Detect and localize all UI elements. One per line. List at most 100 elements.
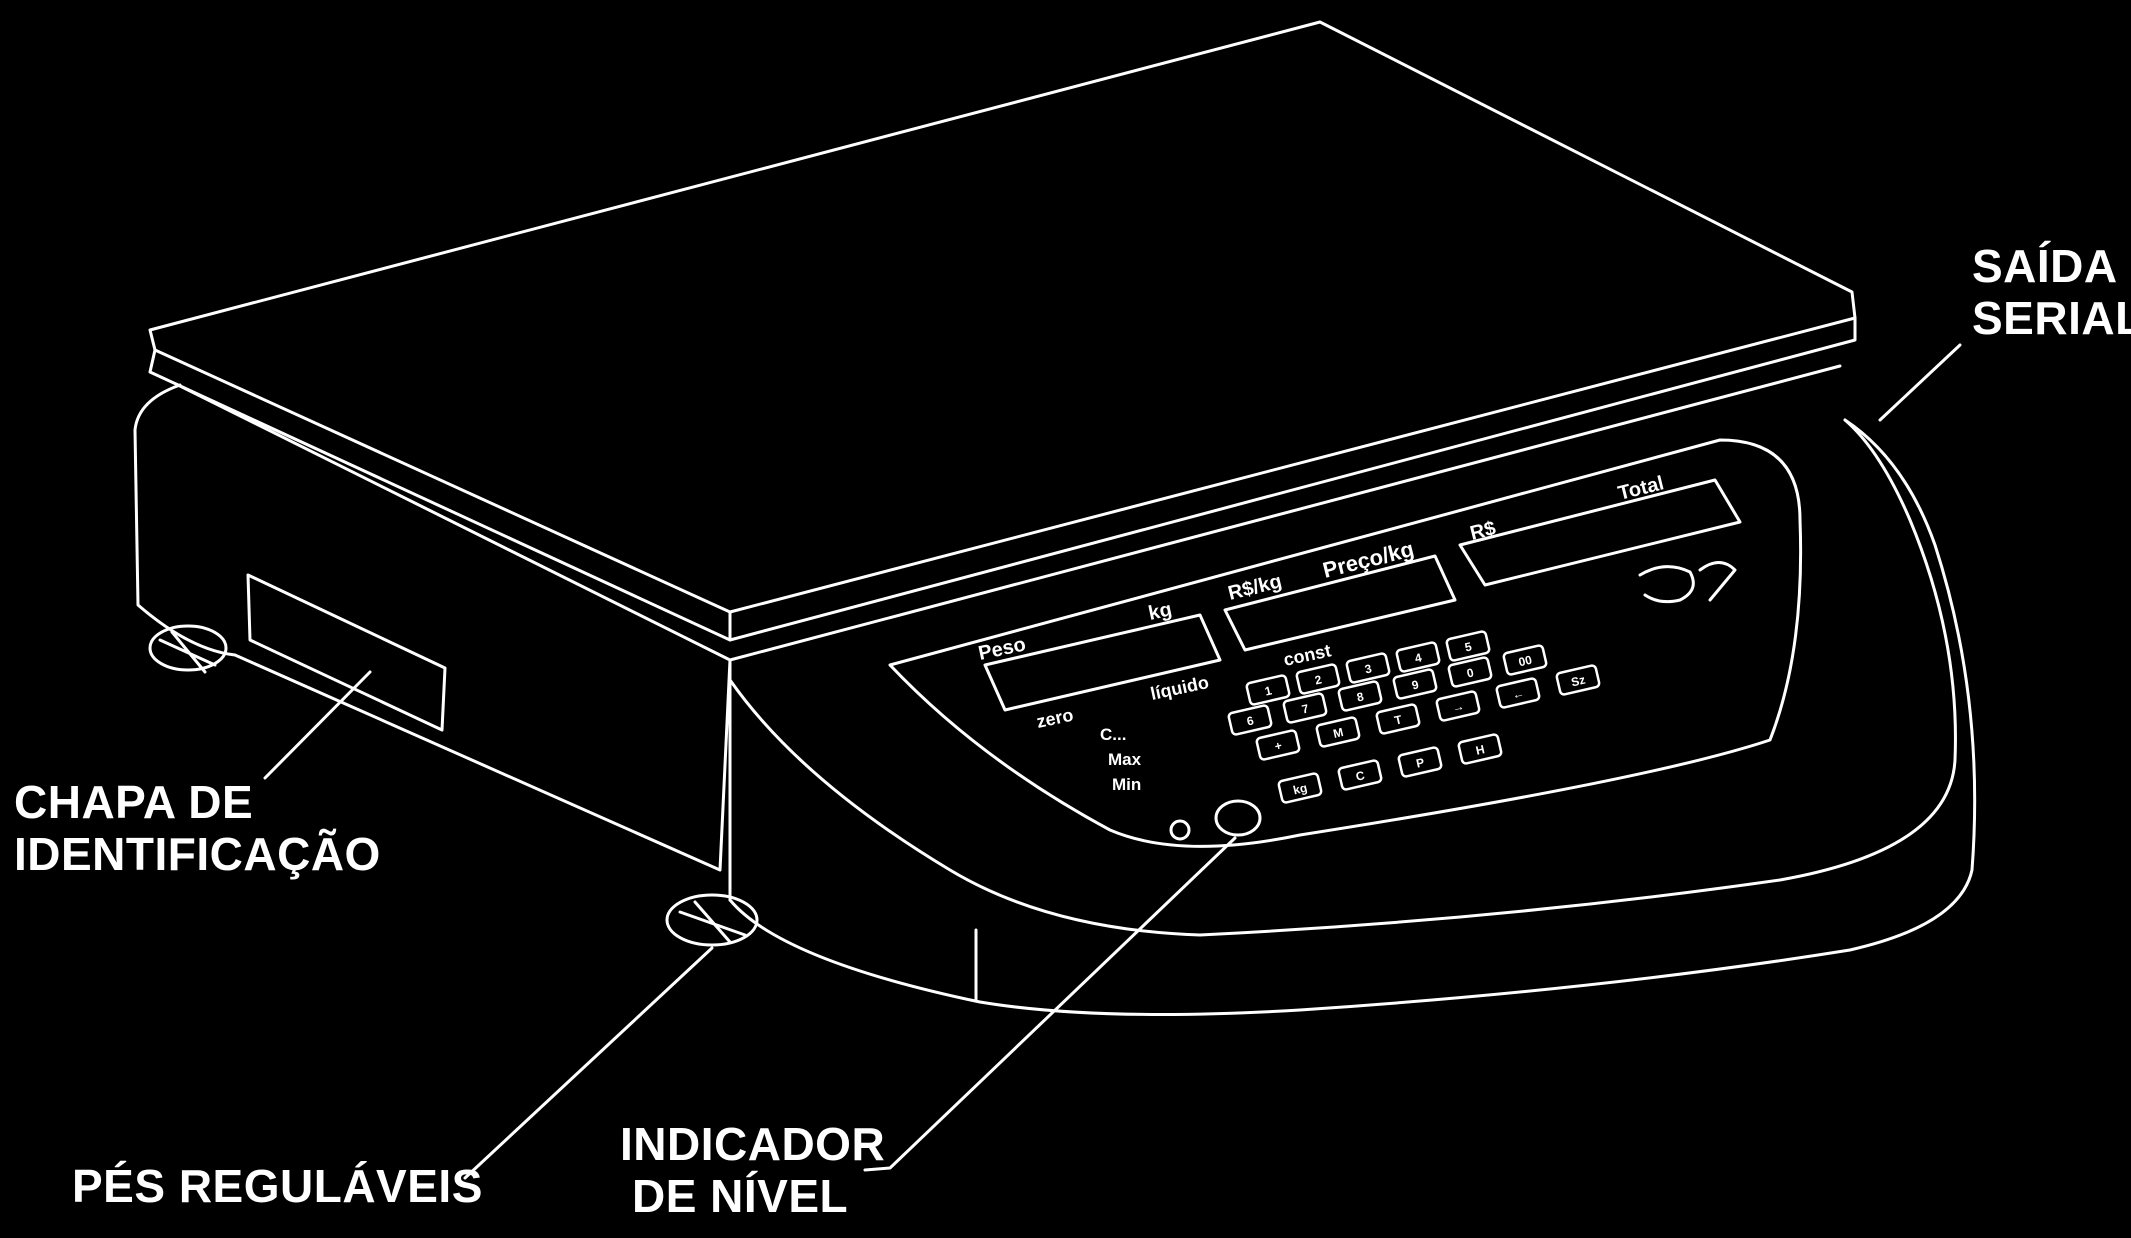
brand-logo	[1638, 561, 1737, 604]
callout-id-plate-line2: IDENTIFICAÇÃO	[14, 828, 381, 880]
keypad-key-frame	[1315, 716, 1361, 748]
label-weight-unit: kg	[1146, 599, 1173, 625]
callout-serial-output-line2: SERIAL	[1972, 292, 2131, 344]
keypad-key-label: 4	[1413, 650, 1423, 665]
label-spec-c: C...	[1100, 725, 1126, 744]
keypad-key-label: T	[1393, 712, 1404, 727]
callout-serial-output-line1: SAÍDA	[1972, 240, 2118, 292]
keypad-key-frame	[1345, 652, 1391, 684]
label-zero: zero	[1035, 705, 1075, 732]
keypad-key: →	[1435, 690, 1481, 722]
keypad-key: 7	[1282, 692, 1328, 724]
label-price-unit: R$/kg	[1226, 570, 1284, 605]
platter-edge	[148, 316, 1857, 642]
keypad-key: 4	[1395, 641, 1441, 673]
keypad-key-frame	[1337, 680, 1383, 712]
leader-adjustable-feet	[463, 946, 714, 1180]
keypad-key: P	[1397, 746, 1443, 778]
keypad-key-label: C	[1354, 768, 1366, 784]
keypad-key: kg	[1277, 772, 1323, 804]
keypad-key-label: P	[1415, 755, 1426, 770]
id-plate	[246, 573, 447, 732]
keypad-key-frame	[1277, 772, 1323, 804]
label-net: líquido	[1149, 672, 1211, 704]
leader-serial-output	[1878, 343, 1962, 422]
keypad-key-label: H	[1474, 742, 1486, 758]
keypad-key: ←	[1495, 677, 1541, 709]
callout-level-indicator-line1: INDICADOR	[620, 1118, 886, 1170]
total-display	[1458, 478, 1742, 587]
keypad-key: C	[1337, 759, 1383, 791]
keypad-key: Sz	[1555, 664, 1601, 696]
keypad-key-label: 9	[1410, 677, 1420, 692]
callout-level-indicator-line2: DE NÍVEL	[632, 1170, 849, 1222]
keypad-key-frame	[1397, 746, 1443, 778]
keypad-key-frame	[1445, 630, 1491, 662]
keypad-key-frame	[1245, 674, 1291, 706]
label-spec-min: Min	[1112, 775, 1141, 794]
keypad-key-frame	[1457, 733, 1503, 765]
keypad-key-frame	[1375, 703, 1421, 735]
keypad-key: 1	[1245, 674, 1291, 706]
keypad-key-frame	[1502, 644, 1548, 676]
keypad-key-frame	[1337, 759, 1383, 791]
callout-level-indicator: INDICADOR DE NÍVEL	[620, 1118, 885, 1222]
body-panel-bevel	[728, 418, 1957, 937]
keypad-key-label: 1	[1263, 683, 1273, 698]
keypad-key: M	[1315, 716, 1361, 748]
foot-front	[665, 893, 759, 947]
keypad-key: 3	[1345, 652, 1391, 684]
foot-left	[148, 624, 228, 674]
keypad-key-frame	[1227, 704, 1273, 736]
keypad-key-frame	[1395, 641, 1441, 673]
keypad-key-frame	[1295, 663, 1341, 695]
keypad-key: T	[1375, 703, 1421, 735]
keypad-key-frame	[1555, 664, 1601, 696]
keypad-key: H	[1457, 733, 1503, 765]
keypad-key-label: 7	[1300, 701, 1310, 716]
panel-small-indicator	[1169, 819, 1191, 841]
keypad-key: 0	[1447, 656, 1493, 688]
keypad-key-label: 2	[1313, 672, 1323, 687]
keypad-key-label: 5	[1463, 639, 1473, 654]
control-panel-outline	[888, 438, 1803, 848]
leader-id-plate	[263, 670, 372, 780]
keypad-key-label: 8	[1355, 689, 1365, 704]
platter-top	[148, 20, 1857, 614]
callout-adjustable-feet: PÉS REGULÁVEIS	[72, 1160, 483, 1212]
keypad-key-frame	[1435, 690, 1481, 722]
keypad-key-frame	[1282, 692, 1328, 724]
keypad-key: 8	[1337, 680, 1383, 712]
keypad-key-frame	[1447, 656, 1493, 688]
keypad-key-label: →	[1451, 699, 1466, 715]
keypad-key-label: M	[1332, 725, 1345, 741]
price-display	[1223, 554, 1457, 652]
keypad-key-label: kg	[1292, 781, 1309, 798]
body-left-side	[133, 383, 732, 872]
leader-level-indicator	[863, 836, 1237, 1172]
callout-adjustable-feet-text: PÉS REGULÁVEIS	[72, 1160, 483, 1212]
callout-serial-output: SAÍDA SERIAL	[1972, 240, 2131, 344]
label-spec-max: Max	[1108, 750, 1142, 769]
keypad-key-frame	[1495, 677, 1541, 709]
keypad-key: 6	[1227, 704, 1273, 736]
keypad-key-label: Sz	[1570, 673, 1587, 690]
body-bottom-edge	[728, 418, 1977, 1016]
keypad-key-label: ←	[1511, 686, 1526, 702]
keypad-key: 00	[1502, 644, 1548, 676]
keypad-key-label: +	[1273, 738, 1283, 753]
keypad-key-frame	[1255, 729, 1301, 761]
keypad-key: +	[1255, 729, 1301, 761]
keypad-key-label: 6	[1245, 713, 1255, 728]
label-total-currency: R$	[1468, 517, 1498, 545]
keypad-key: 2	[1295, 663, 1341, 695]
keypad-key-label: 00	[1517, 653, 1533, 670]
keypad-key-label: 0	[1465, 665, 1475, 680]
callout-id-plate: CHAPA DE IDENTIFICAÇÃO	[14, 776, 381, 880]
callout-id-plate-line1: CHAPA DE	[14, 776, 254, 828]
keypad-key-frame	[1392, 668, 1438, 700]
level-bubble	[1214, 799, 1262, 837]
keypad-key: 9	[1392, 668, 1438, 700]
